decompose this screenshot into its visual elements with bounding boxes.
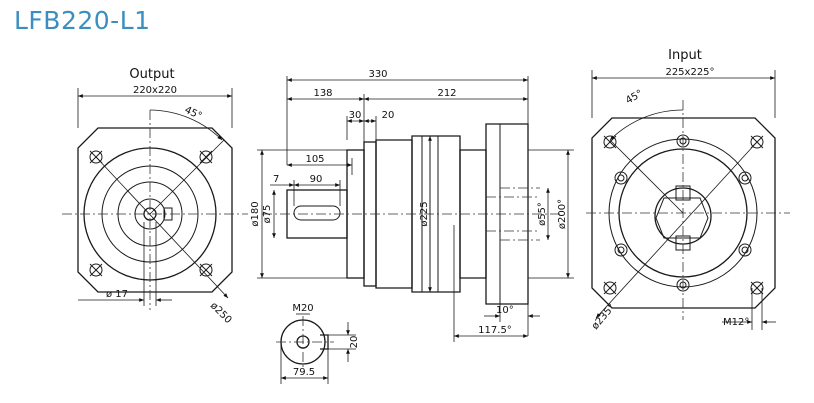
len-117-label: 117.5° [478, 325, 512, 336]
shaft-105-label: 105 [305, 154, 324, 165]
shaft-key [293, 205, 341, 221]
output-size-label: 220x220 [133, 85, 177, 96]
output-length-label: 138 [313, 88, 332, 99]
input-view: Input 225x225° ø2 [586, 48, 790, 332]
output-bore-label: ø 17 [106, 289, 128, 300]
dia-55-label: ø55° [537, 202, 548, 226]
key-offset-label: 7 [273, 174, 279, 185]
key-length-label: 90 [310, 174, 323, 185]
input-angle-label: 45° [624, 88, 645, 106]
dia-225-label: ø225 [419, 201, 430, 226]
shaft-section-view: M20 20 79.5 [276, 303, 360, 384]
input-pcd-label: ø235° [590, 302, 618, 332]
section-height-label: 20 [349, 336, 360, 349]
input-thread-label: M12° [723, 317, 749, 328]
output-flange-square [77, 127, 233, 293]
section-width-label: 79.5 [293, 367, 315, 378]
section-thread-label: M20 [292, 303, 313, 314]
output-pcd-label: ø250 [208, 300, 234, 326]
input-bolt-holes [614, 134, 752, 292]
input-heading: Input [668, 48, 702, 63]
dia-200-label: ø200° [557, 199, 568, 229]
page-title: LFB220-L1 [14, 6, 151, 35]
gap-width-label: 20 [382, 110, 395, 121]
total-length-label: 330 [368, 69, 387, 80]
input-corner-holes [603, 135, 764, 295]
side-view: 330 138 212 30 20 105 7 90 [250, 69, 574, 342]
output-view: Output 220x220 ø250 45° [62, 67, 248, 326]
len-10-label: 10° [496, 305, 514, 316]
output-bolt-holes [89, 150, 213, 277]
input-flange-square [591, 117, 776, 309]
flange-width-label: 30 [349, 110, 362, 121]
dia-75-label: ø75 [262, 205, 273, 224]
input-size-label: 225x225° [665, 67, 714, 78]
input-length-label: 212 [437, 88, 456, 99]
output-heading: Output [129, 67, 174, 82]
dia-180-label: ø180 [250, 201, 261, 226]
